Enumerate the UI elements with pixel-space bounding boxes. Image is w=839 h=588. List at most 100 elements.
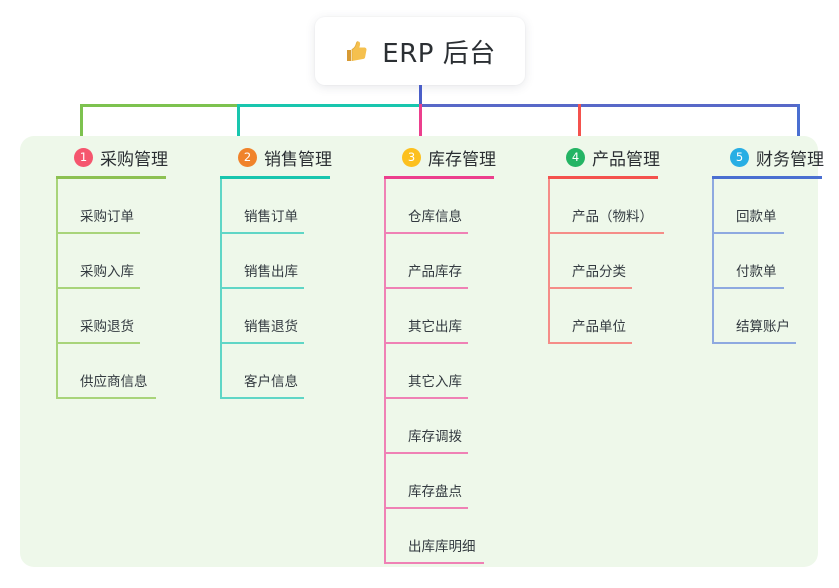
column-1: 1 采购管理采购订单采购入库采购退货供应商信息 [56, 144, 168, 399]
item-underline [56, 342, 140, 344]
connector-drop-1 [80, 104, 83, 140]
tree-item-label: 采购退货 [80, 319, 134, 335]
column-header-2[interactable]: 2 销售管理 [220, 144, 332, 170]
item-spine [712, 234, 714, 289]
tree-item-label: 结算账户 [736, 319, 790, 335]
column-title: 产品管理 [592, 149, 660, 170]
column-title: 财务管理 [756, 149, 824, 170]
item-underline [548, 287, 632, 289]
connector-bar-segment-1 [80, 104, 238, 107]
item-underline [548, 342, 632, 344]
column-number-badge: 4 [566, 147, 585, 167]
column-3: 3 库存管理仓库信息产品库存其它出库其它入库库存调拨库存盘点出库库明细 [384, 144, 496, 564]
tree-item-label: 仓库信息 [408, 209, 462, 225]
connector-drop-2 [237, 104, 240, 140]
tree-item-label: 其它入库 [408, 374, 462, 390]
item-spine [548, 234, 550, 289]
tree-item-label: 付款单 [736, 264, 777, 280]
connector-bar-segment-3 [420, 104, 800, 107]
item-spine [56, 289, 58, 344]
item-underline [220, 287, 304, 289]
item-spine [384, 344, 386, 399]
tree-item-label: 采购入库 [80, 264, 134, 280]
item-underline [384, 232, 468, 234]
column-header-4[interactable]: 4 产品管理 [548, 144, 660, 170]
item-spine [220, 289, 222, 344]
root-node-card[interactable]: ERP 后台 [315, 17, 525, 85]
connector-bar-segment-2 [238, 104, 420, 107]
column-rule [384, 176, 494, 179]
item-underline [548, 232, 664, 234]
item-spine [548, 179, 550, 234]
column-header-1[interactable]: 1 采购管理 [56, 144, 168, 170]
tree-item-label: 库存调拨 [408, 429, 462, 445]
column-title: 销售管理 [264, 149, 332, 170]
column-header-5[interactable]: 5 财务管理 [712, 144, 824, 170]
connector-drop-3 [419, 104, 422, 140]
diagram-panel: 1 采购管理采购订单采购入库采购退货供应商信息 2 销售管理销售订单销售出库销售退货客… [20, 136, 824, 567]
item-spine [56, 344, 58, 399]
item-spine [384, 179, 386, 234]
tree-item-label: 库存盘点 [408, 484, 462, 500]
column-title: 采购管理 [100, 149, 168, 170]
item-spine [220, 234, 222, 289]
item-spine [384, 234, 386, 289]
column-number-badge: 3 [402, 147, 421, 167]
item-underline [712, 287, 784, 289]
item-underline [56, 397, 156, 399]
item-spine [548, 289, 550, 344]
item-spine [384, 454, 386, 509]
tree-item-label: 销售退货 [244, 319, 298, 335]
tree-item-label: 产品分类 [572, 264, 626, 280]
item-spine [384, 399, 386, 454]
column-5: 5 财务管理回款单付款单结算账户 [712, 144, 824, 344]
item-spine [220, 344, 222, 399]
tree-item-label: 客户信息 [244, 374, 298, 390]
item-underline [384, 507, 468, 509]
thumbs-up-icon [344, 38, 370, 64]
item-underline [384, 452, 468, 454]
tree-item-label: 供应商信息 [80, 374, 148, 390]
column-title: 库存管理 [428, 149, 496, 170]
tree-item-label: 产品库存 [408, 264, 462, 280]
column-header-3[interactable]: 3 库存管理 [384, 144, 496, 170]
column-rule [220, 176, 330, 179]
item-spine [56, 179, 58, 234]
column-2: 2 销售管理销售订单销售出库销售退货客户信息 [220, 144, 332, 399]
column-number-badge: 1 [74, 147, 93, 167]
item-underline [56, 287, 140, 289]
item-spine [384, 509, 386, 564]
column-rule [56, 176, 166, 179]
tree-item-label: 其它出库 [408, 319, 462, 335]
column-number-badge: 2 [238, 147, 257, 167]
item-spine [220, 179, 222, 234]
tree-item-label: 销售出库 [244, 264, 298, 280]
item-spine [384, 289, 386, 344]
tree-item-label: 销售订单 [244, 209, 298, 225]
item-underline [56, 232, 140, 234]
item-underline [384, 562, 484, 564]
item-spine [712, 179, 714, 234]
connector-drop-5 [797, 104, 800, 140]
item-underline [220, 342, 304, 344]
item-spine [56, 234, 58, 289]
tree-item-label: 出库库明细 [408, 539, 476, 555]
item-underline [384, 397, 468, 399]
column-rule [712, 176, 822, 179]
item-underline [384, 342, 468, 344]
tree-item-label: 产品单位 [572, 319, 626, 335]
item-underline [220, 397, 304, 399]
item-spine [712, 289, 714, 344]
tree-item-label: 回款单 [736, 209, 777, 225]
item-underline [384, 287, 468, 289]
item-underline [220, 232, 304, 234]
root-node-content: ERP 后台 [344, 33, 495, 70]
connector-drop-4 [578, 104, 581, 140]
item-underline [712, 342, 796, 344]
trunk-connector [419, 85, 422, 105]
tree-item-label: 采购订单 [80, 209, 134, 225]
root-node-title: ERP 后台 [382, 38, 496, 69]
item-underline [712, 232, 784, 234]
column-number-badge: 5 [730, 147, 749, 167]
